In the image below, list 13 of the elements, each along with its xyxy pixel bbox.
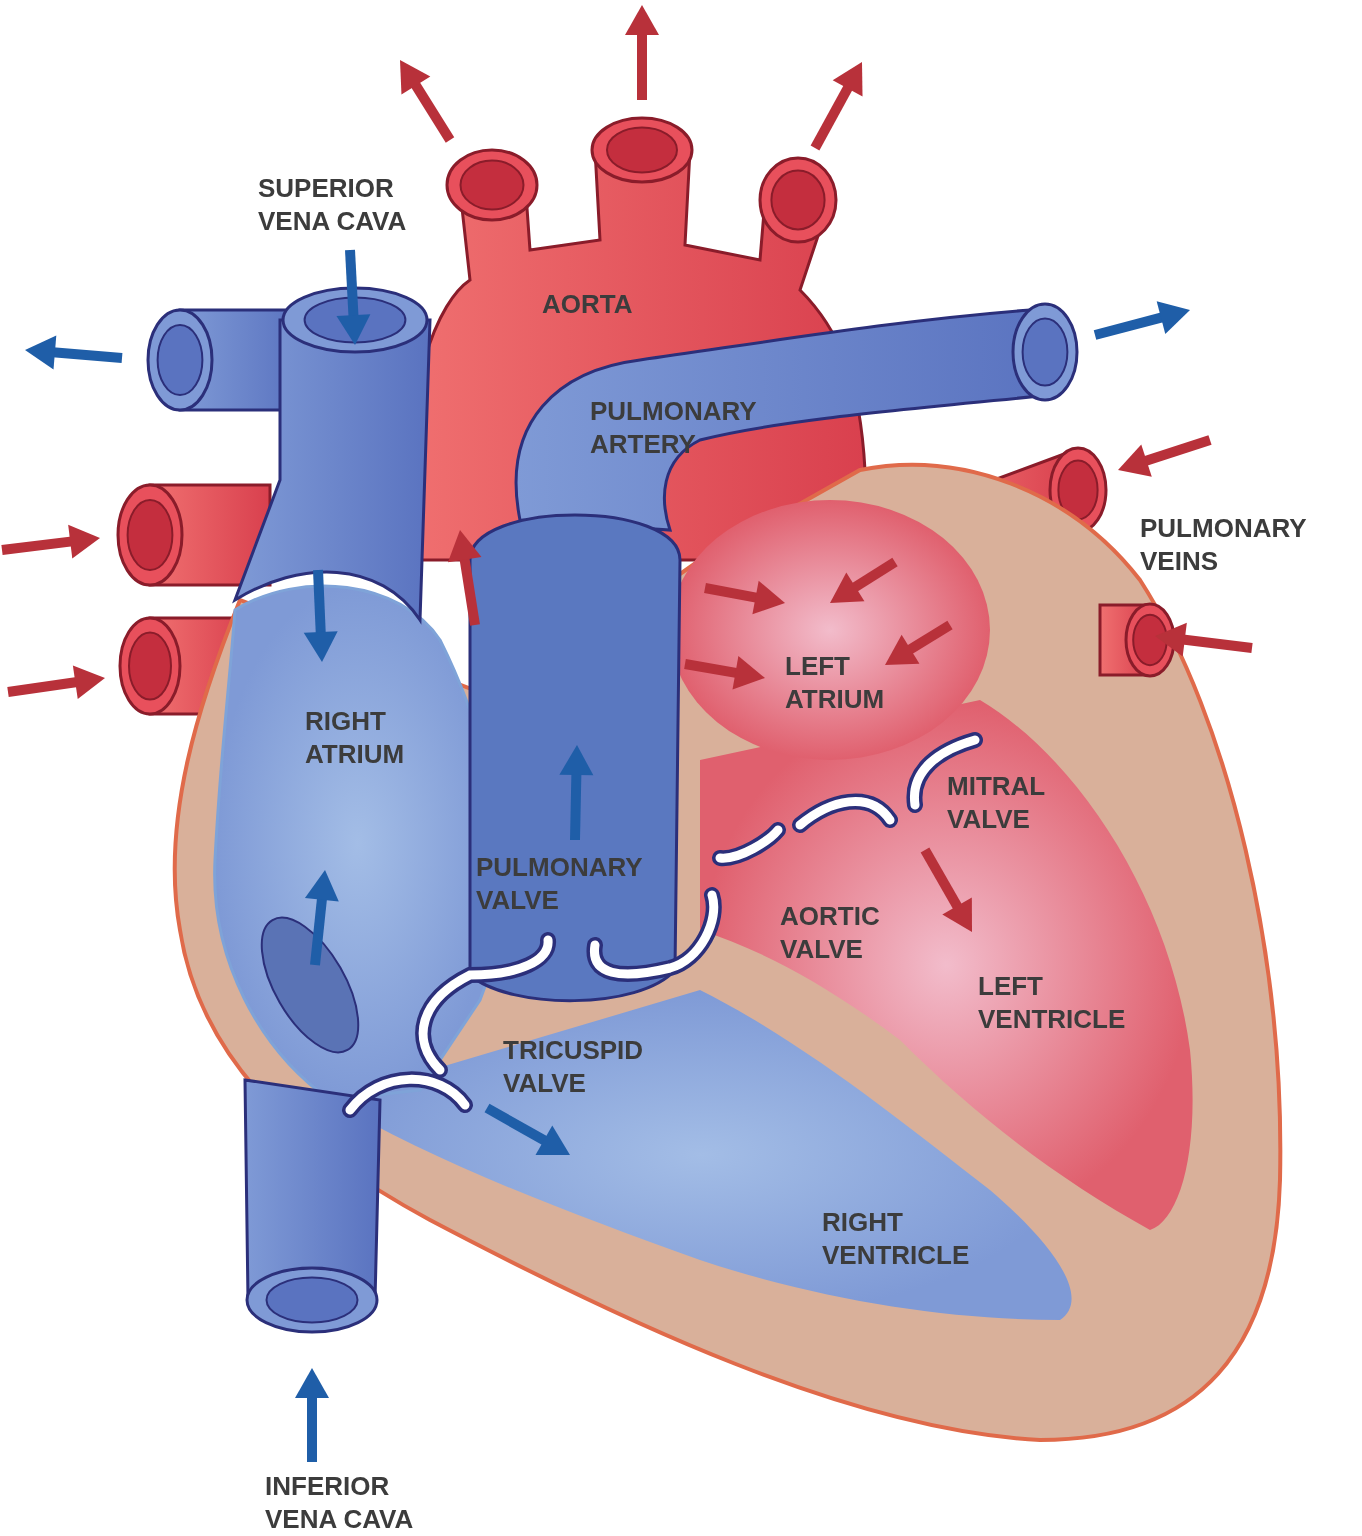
anatomy-label: LEFT ATRIUM bbox=[785, 650, 885, 716]
anatomy-label: RIGHT VENTRICLE bbox=[822, 1206, 970, 1272]
anatomy-label: AORTA bbox=[542, 288, 633, 321]
anatomy-label: PULMONARY VALVE bbox=[476, 851, 643, 917]
anatomy-label: INFERIOR VENA CAVA bbox=[265, 1470, 415, 1536]
anatomy-label: TRICUSPID VALVE bbox=[503, 1034, 644, 1100]
anatomy-label: RIGHT ATRIUM bbox=[305, 705, 405, 771]
anatomy-label: PULMONARY ARTERY bbox=[590, 395, 757, 461]
anatomy-label: AORTIC VALVE bbox=[780, 900, 880, 966]
anatomy-label: LEFT VENTRICLE bbox=[978, 970, 1126, 1036]
anatomy-label: PULMONARY VEINS bbox=[1140, 512, 1307, 578]
anatomy-label: MITRAL VALVE bbox=[947, 770, 1045, 836]
anatomy-label: SUPERIOR VENA CAVA bbox=[258, 172, 408, 238]
